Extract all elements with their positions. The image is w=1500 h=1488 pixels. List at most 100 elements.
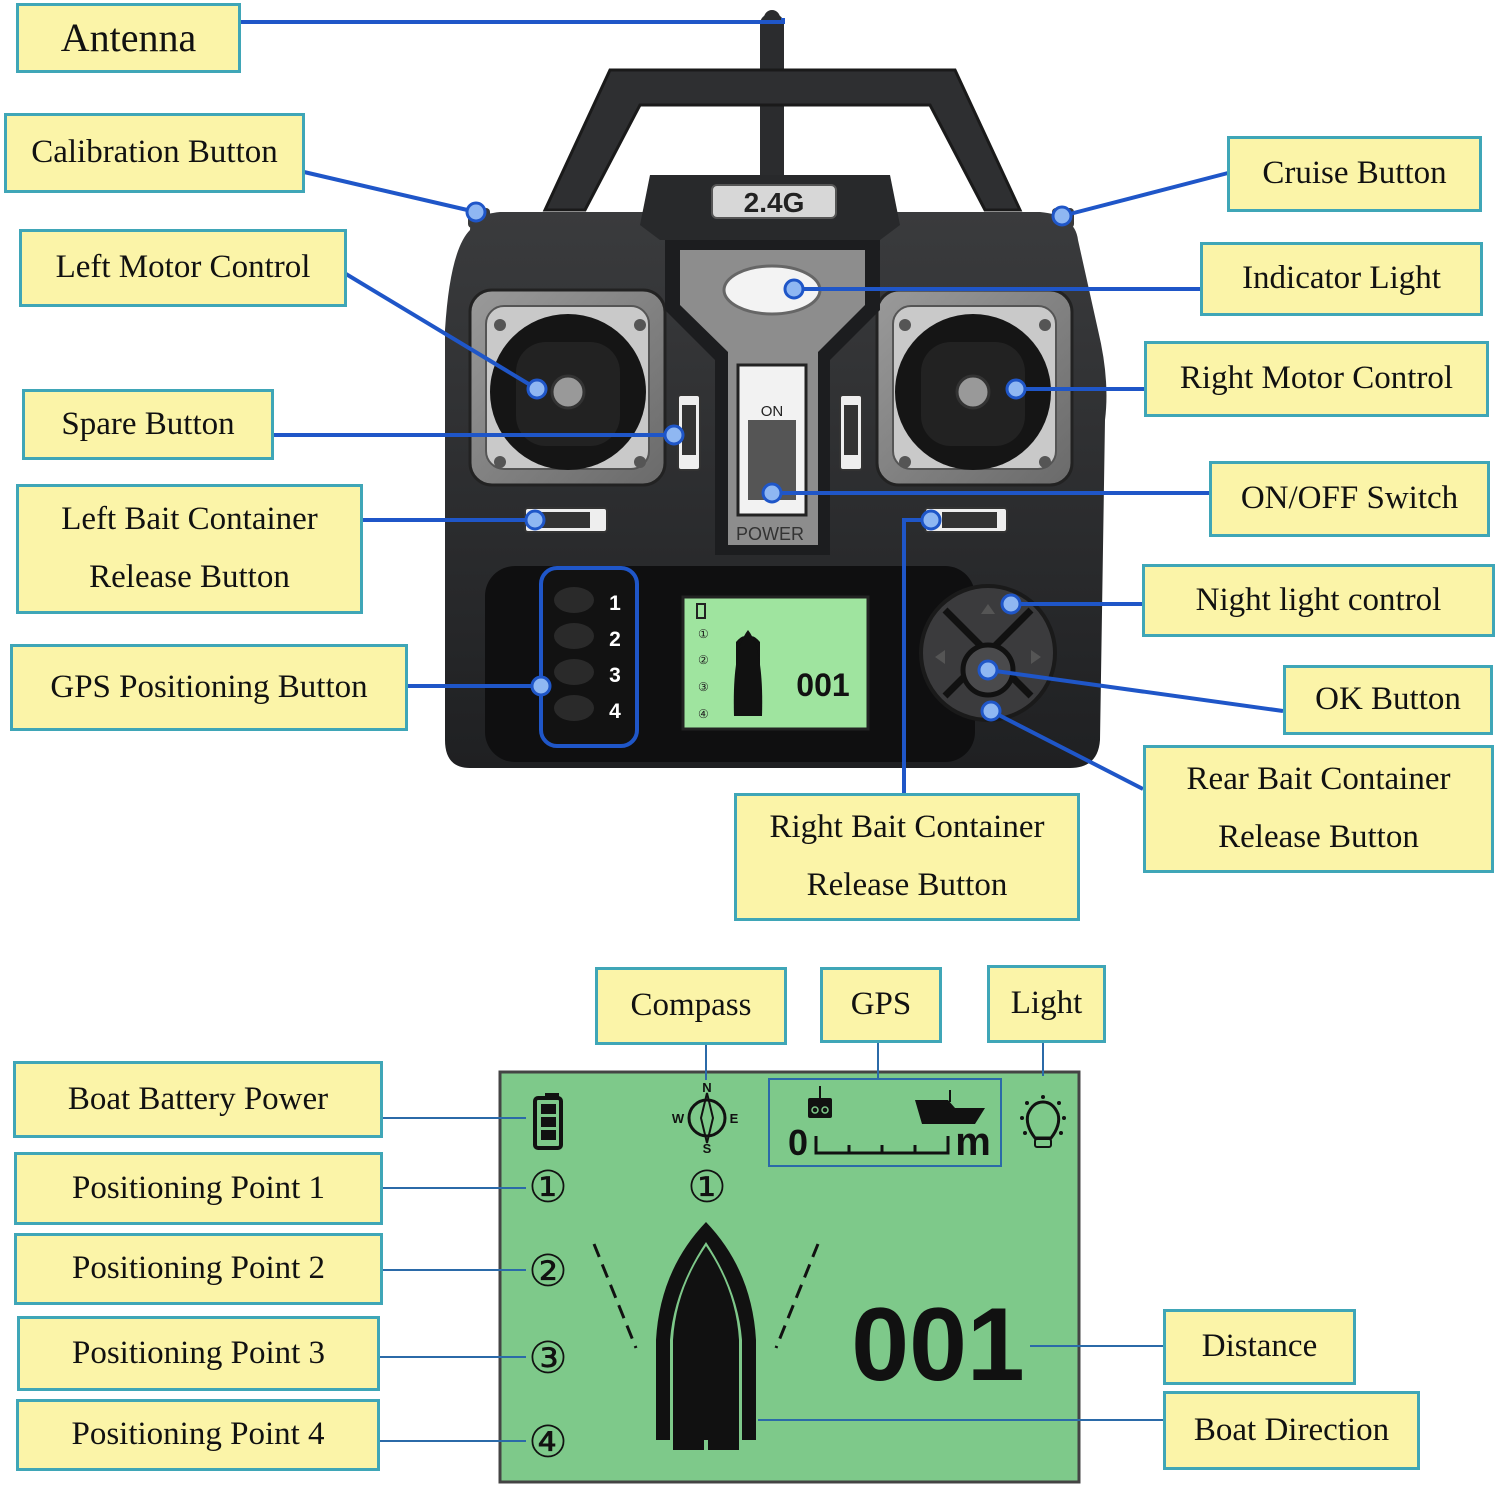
compass-s: S bbox=[703, 1141, 712, 1156]
label-gps: GPS bbox=[820, 967, 942, 1043]
position-point-4: ④ bbox=[528, 1417, 567, 1468]
gps-button-1[interactable] bbox=[554, 587, 594, 613]
gps-range-box bbox=[768, 1078, 1002, 1167]
position-point-2: ② bbox=[528, 1246, 567, 1297]
label-text: Left Motor Control bbox=[55, 249, 311, 286]
label-text: Light bbox=[1010, 985, 1083, 1022]
label-text: Right Motor Control bbox=[1179, 360, 1454, 397]
compass-e: E bbox=[730, 1111, 739, 1126]
scale-zero: 0 bbox=[788, 1122, 808, 1163]
distance-readout: 001 bbox=[851, 1287, 1025, 1403]
label-left-motor-control: Left Motor Control bbox=[19, 229, 347, 307]
label-right-motor-control: Right Motor Control bbox=[1144, 341, 1489, 417]
label-on-off-switch: ON/OFF Switch bbox=[1209, 461, 1490, 537]
gps-button-3[interactable] bbox=[554, 659, 594, 685]
gps-button-4[interactable] bbox=[554, 695, 594, 721]
label-text: Right Bait Container bbox=[769, 809, 1045, 846]
current-point-indicator: ① bbox=[687, 1162, 726, 1213]
label-positioning-point-4: Positioning Point 4 bbox=[16, 1399, 380, 1471]
label-distance: Distance bbox=[1163, 1309, 1356, 1385]
label-calibration-button: Calibration Button bbox=[4, 113, 305, 193]
svg-text:③: ③ bbox=[698, 680, 709, 694]
label-text: Rear Bait Container bbox=[1186, 761, 1451, 798]
label-text: Night light control bbox=[1195, 581, 1442, 618]
svg-text:②: ② bbox=[698, 653, 709, 667]
mini-lcd-distance: 001 bbox=[796, 667, 849, 703]
carry-handle bbox=[542, 68, 1023, 212]
lcd-screen bbox=[498, 1070, 1081, 1484]
switch-power-label: POWER bbox=[736, 524, 804, 544]
band-badge-text: 2.4G bbox=[744, 187, 805, 218]
right-arrow-icon[interactable] bbox=[1031, 650, 1041, 664]
label-text: Indicator Light bbox=[1242, 260, 1441, 297]
svg-text:④: ④ bbox=[698, 707, 709, 721]
label-text: Release Button bbox=[89, 559, 290, 595]
label-text: Release Button bbox=[806, 867, 1008, 903]
label-text: Left Bait Container bbox=[61, 501, 318, 538]
position-point-1: ① bbox=[528, 1162, 567, 1213]
label-text: GPS Positioning Button bbox=[50, 668, 368, 705]
distance-scale-bar bbox=[814, 1136, 950, 1155]
label-text: Boat Battery Power bbox=[67, 1080, 329, 1117]
left-motor-stick[interactable] bbox=[550, 374, 586, 410]
label-spare-button: Spare Button bbox=[22, 389, 274, 460]
label-text: Compass bbox=[630, 987, 752, 1024]
label-text: Cruise Button bbox=[1262, 155, 1447, 192]
up-arrow-icon[interactable] bbox=[981, 604, 995, 614]
left-arrow-icon[interactable] bbox=[935, 650, 945, 664]
label-compass: Compass bbox=[595, 967, 787, 1045]
label-light: Light bbox=[987, 965, 1106, 1043]
label-indicator-light: Indicator Light bbox=[1200, 242, 1483, 316]
compass-icon: N S W E bbox=[672, 1080, 739, 1156]
label-text: Distance bbox=[1201, 1328, 1318, 1365]
switch-on-label: ON bbox=[761, 403, 784, 420]
boat-direction-icon bbox=[592, 1222, 820, 1450]
label-text: OK Button bbox=[1315, 681, 1461, 718]
boat-silhouette-icon bbox=[915, 1090, 985, 1124]
compass-n: N bbox=[702, 1080, 711, 1095]
label-text: Positioning Point 2 bbox=[71, 1250, 326, 1287]
label-text: Spare Button bbox=[61, 405, 235, 442]
mini-lcd-screen bbox=[681, 595, 870, 731]
battery-icon bbox=[533, 1093, 563, 1150]
gps-number: 1 bbox=[609, 592, 621, 615]
band-badge bbox=[711, 184, 837, 219]
label-positioning-point-2: Positioning Point 2 bbox=[14, 1233, 383, 1305]
right-motor-stick[interactable] bbox=[955, 374, 991, 410]
gps-number: 2 bbox=[609, 628, 621, 651]
light-bulb-icon bbox=[1020, 1095, 1066, 1148]
label-text: Boat Direction bbox=[1193, 1411, 1390, 1448]
scale-unit: m bbox=[955, 1120, 991, 1164]
label-text: Positioning Point 1 bbox=[71, 1169, 326, 1206]
label-text: Positioning Point 4 bbox=[71, 1416, 325, 1453]
mini-boat-icon bbox=[733, 630, 763, 716]
label-text: Positioning Point 3 bbox=[71, 1334, 326, 1371]
position-point-3: ③ bbox=[528, 1333, 567, 1384]
remote-transmitter-icon bbox=[808, 1086, 832, 1118]
d-pad bbox=[919, 584, 1057, 722]
label-positioning-point-1: Positioning Point 1 bbox=[14, 1152, 383, 1225]
label-ok-button: OK Button bbox=[1283, 665, 1493, 735]
label-antenna: Antenna bbox=[16, 3, 241, 73]
gps-number: 4 bbox=[609, 700, 621, 723]
label-text: GPS bbox=[850, 986, 912, 1023]
label-cruise-button: Cruise Button bbox=[1227, 136, 1482, 212]
gps-number: 3 bbox=[609, 664, 621, 687]
label-night-light-control: Night light control bbox=[1142, 564, 1495, 637]
label-boat-battery-power: Boat Battery Power bbox=[13, 1061, 383, 1138]
label-text: Antenna bbox=[60, 15, 197, 60]
label-text: Calibration Button bbox=[31, 134, 278, 171]
label-boat-direction: Boat Direction bbox=[1163, 1391, 1420, 1470]
label-text: ON/OFF Switch bbox=[1240, 480, 1459, 517]
gps-button-2[interactable] bbox=[554, 623, 594, 649]
svg-text:①: ① bbox=[698, 627, 709, 641]
compass-w: W bbox=[672, 1111, 685, 1126]
label-text: Release Button bbox=[1218, 819, 1419, 855]
label-gps-positioning-button: GPS Positioning Button bbox=[10, 644, 408, 731]
label-positioning-point-3: Positioning Point 3 bbox=[17, 1316, 380, 1391]
